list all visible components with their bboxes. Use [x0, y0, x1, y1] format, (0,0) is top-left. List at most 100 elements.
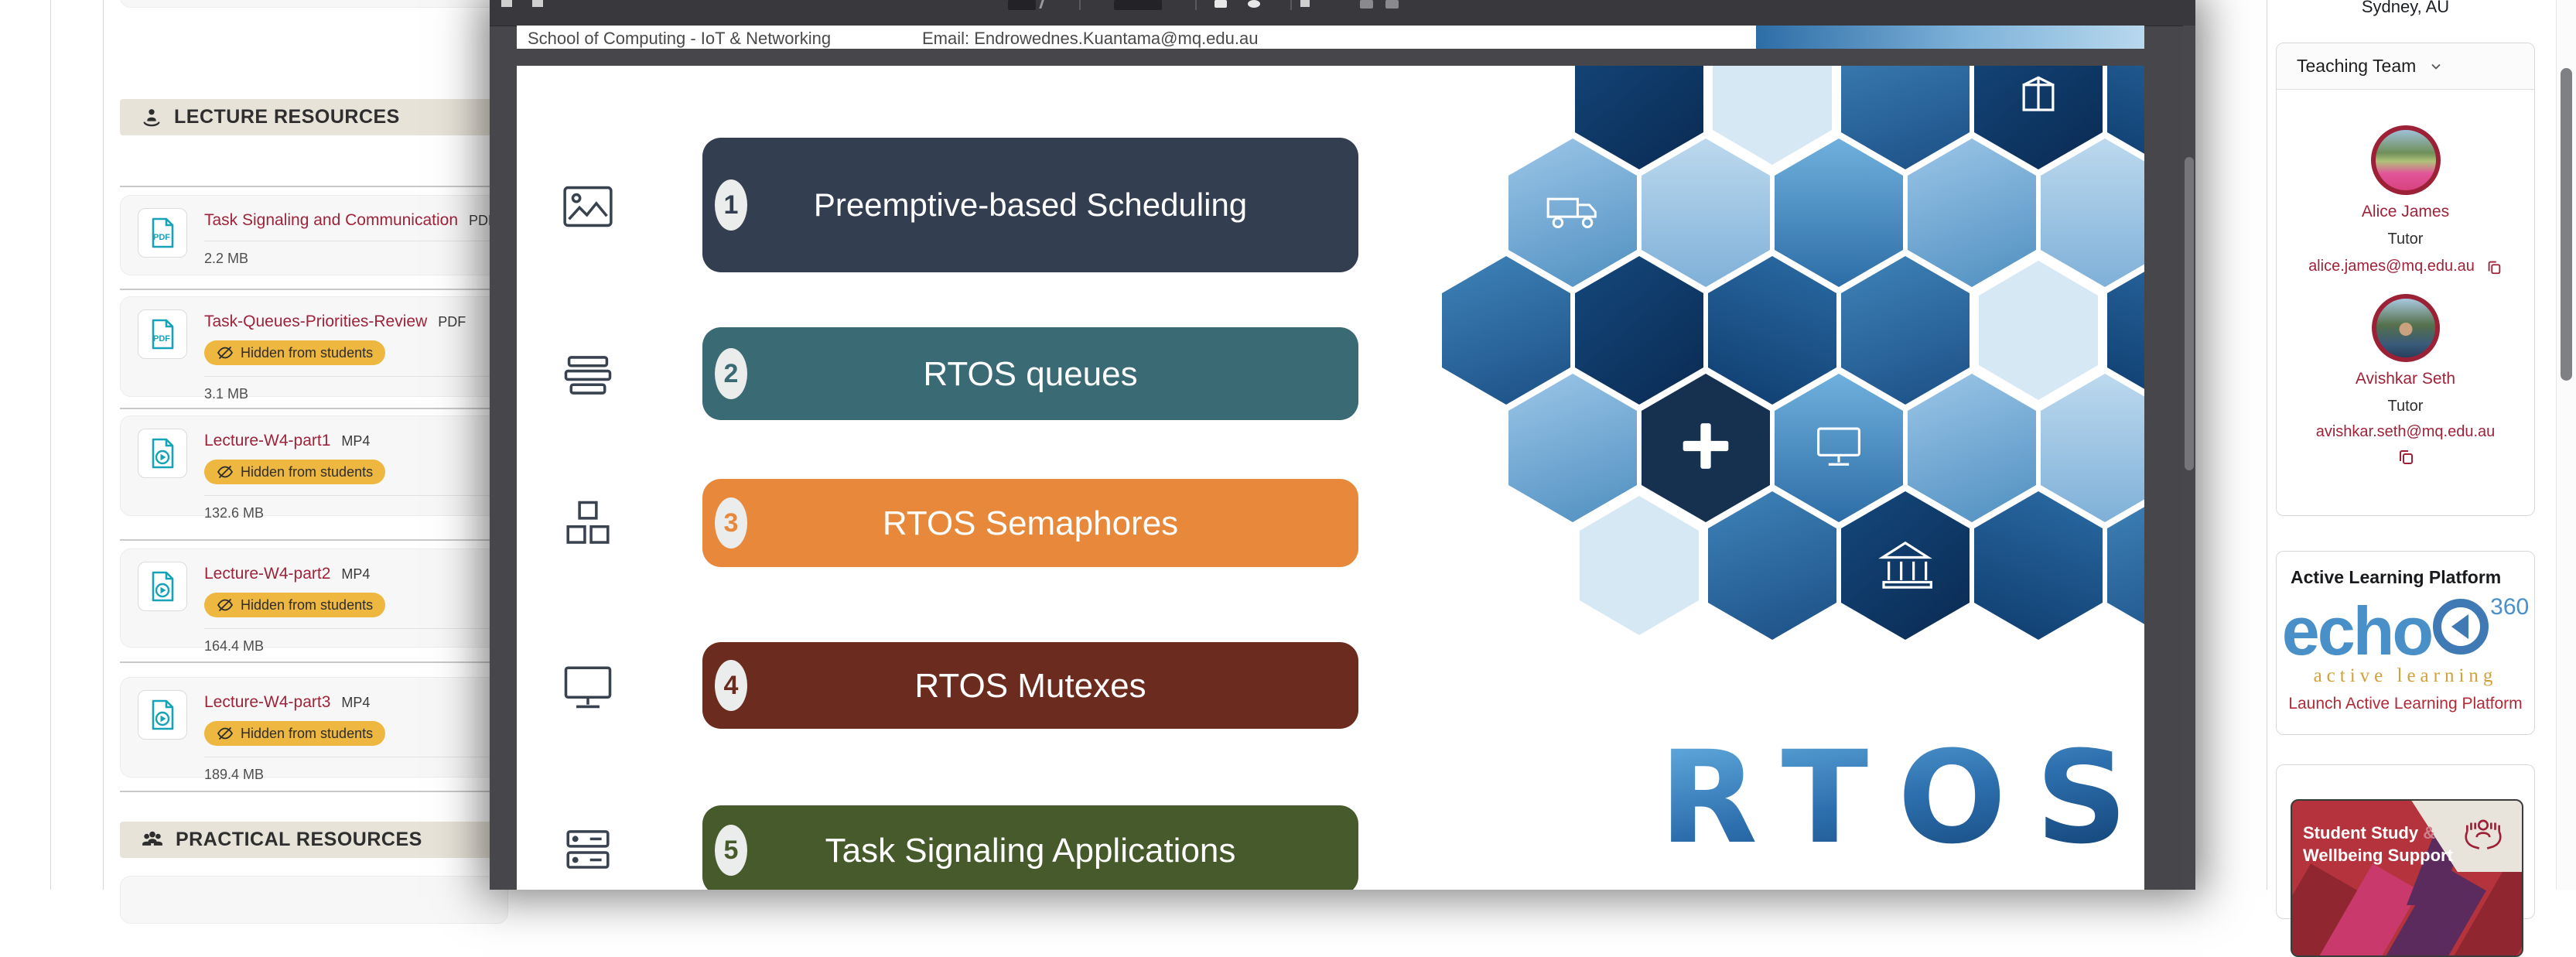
hidden-badge: Hidden from students — [204, 340, 386, 365]
file-link[interactable]: Task Signaling and Communication — [204, 211, 459, 229]
echo360-logo[interactable]: echo 360 — [2277, 594, 2534, 665]
member-role: Tutor — [2387, 398, 2424, 415]
avatar[interactable] — [2371, 294, 2440, 362]
teaching-team-header[interactable]: Teaching Team — [2277, 43, 2534, 90]
file-size: 132.6 MB — [204, 505, 265, 521]
photo-hexagon — [1642, 138, 1770, 287]
bank-hexagon — [1841, 491, 1970, 640]
toolbar-divider — [1079, 0, 1081, 10]
photo-hexagon — [1775, 138, 1903, 287]
server-icon — [566, 830, 610, 869]
banner-amp: & — [2423, 823, 2436, 843]
hidden-badge-label: Hidden from students — [241, 463, 374, 480]
books-stack-icon — [564, 356, 612, 395]
agenda-number: 4 — [715, 660, 747, 711]
photo-hexagon — [1841, 256, 1970, 405]
member-email-link[interactable]: alice.james@mq.edu.au — [2308, 258, 2475, 275]
pdf-viewer-overlay: School of Computing - IoT & Networking E… — [490, 0, 2195, 890]
copy-icon[interactable] — [2397, 447, 2415, 466]
launch-active-learning-link[interactable]: Launch Active Learning Platform — [2288, 695, 2523, 713]
item-separator — [120, 539, 504, 541]
pdf-scrollbar[interactable] — [2183, 26, 2195, 890]
photo-hexagon — [1708, 491, 1836, 640]
zoom-select[interactable] — [1114, 0, 1162, 10]
page-number-input[interactable] — [1008, 0, 1036, 10]
copy-icon[interactable] — [2485, 258, 2503, 275]
people-icon — [142, 831, 162, 846]
section-title: PRACTICAL RESOURCES — [176, 829, 422, 850]
video-file-icon — [138, 690, 187, 740]
member-name-link[interactable]: Alice James — [2361, 203, 2450, 220]
item-separator — [120, 791, 504, 792]
slide-image-sliver — [1756, 26, 2144, 49]
file-card[interactable]: Lecture-W4-part2 MP4 Hidden from student… — [120, 549, 529, 654]
chevron-down-icon[interactable] — [2428, 59, 2444, 74]
pdf-file-icon: PDF — [138, 309, 187, 359]
file-type: MP4 — [341, 433, 371, 449]
teaching-team-title: Teaching Team — [2297, 56, 2417, 76]
person-podium-icon — [143, 108, 160, 126]
avatar[interactable] — [2370, 125, 2441, 195]
item-separator — [120, 408, 504, 409]
pdf-scrollbar-thumb[interactable] — [2185, 157, 2194, 470]
file-link[interactable]: Lecture-W4-part1 — [204, 432, 331, 449]
toolbar-divider — [1290, 0, 1292, 10]
more-tools-icon[interactable] — [1385, 0, 1399, 9]
member-role: Tutor — [2387, 231, 2424, 248]
card-divider — [204, 628, 529, 629]
member-name-link[interactable]: Avishkar Seth — [2355, 370, 2456, 388]
hidden-badge: Hidden from students — [204, 593, 386, 617]
pdf-toolbar[interactable] — [490, 0, 2195, 26]
content-left-divider — [103, 0, 104, 890]
slide-footer-school: School of Computing - IoT & Networking — [528, 29, 832, 48]
previous-card-edge — [120, 0, 508, 8]
banner-line1: Student Study — [2303, 823, 2419, 843]
outline-hexagon — [1974, 256, 2103, 405]
agenda-number: 2 — [715, 348, 747, 399]
tools-icon[interactable] — [1360, 0, 1373, 9]
photo-hexagon — [1708, 256, 1836, 405]
file-card[interactable]: Lecture-W4-part1 MP4 Hidden from student… — [120, 415, 529, 521]
slide-footer-email: Email: Endrowednes.Kuantama@mq.edu.au — [922, 29, 1259, 48]
hidden-badge: Hidden from students — [204, 721, 386, 746]
sidebar-toggle-icon[interactable] — [501, 0, 512, 7]
teaching-team-card: Teaching Team Alice James Tutor alice.ja… — [2276, 43, 2535, 516]
file-type: MP4 — [341, 695, 371, 710]
file-link[interactable]: Task-Queues-Priorities-Review — [204, 313, 428, 330]
wellbeing-banner[interactable]: Student Study & Wellbeing Support — [2291, 799, 2523, 957]
video-file-icon — [138, 562, 187, 611]
wellbeing-card: Student Study & Wellbeing Support — [2276, 764, 2535, 957]
left-rail-divider — [50, 0, 51, 890]
print-icon[interactable] — [1215, 0, 1227, 8]
photo-chart-icon — [563, 186, 613, 227]
photo-hexagon — [1442, 256, 1570, 405]
page-scrollbar-thumb[interactable] — [2561, 68, 2572, 381]
agenda-number: 3 — [715, 497, 747, 549]
file-link[interactable]: Lecture-W4-part3 — [204, 693, 331, 711]
pdf-page-1-bottom: School of Computing - IoT & Networking E… — [517, 26, 2144, 49]
banner-text: Student Study & Wellbeing Support — [2303, 822, 2453, 866]
page-count-separator — [1039, 0, 1044, 9]
agenda-number: 5 — [715, 825, 747, 876]
file-size: 189.4 MB — [204, 767, 265, 782]
svg-text:PDF: PDF — [153, 334, 170, 343]
file-type: MP4 — [341, 566, 371, 582]
photo-hexagon — [1974, 491, 2103, 640]
member-email-link[interactable]: avishkar.seth@mq.edu.au — [2315, 423, 2496, 440]
page-scrollbar[interactable] — [2556, 0, 2576, 890]
file-card[interactable]: PDF Task Signaling and Communication PDF… — [120, 195, 529, 275]
active-learning-title: Active Learning Platform — [2291, 567, 2502, 587]
slide-agenda-item: 3 RTOS Semaphores — [702, 479, 1358, 567]
file-card[interactable]: Lecture-W4-part3 MP4 Hidden from student… — [120, 677, 529, 782]
file-link[interactable]: Lecture-W4-part2 — [204, 565, 331, 583]
file-size: 2.2 MB — [204, 251, 249, 266]
section-header-lecture-resources: LECTURE RESOURCES — [120, 99, 507, 135]
bookmark-icon[interactable] — [1300, 0, 1310, 7]
file-card[interactable]: PDF Task-Queues-Priorities-Review PDF Hi… — [120, 296, 529, 402]
find-icon[interactable] — [532, 0, 543, 7]
echo-play-icon — [2433, 599, 2489, 655]
download-icon[interactable] — [1248, 0, 1260, 8]
pdf-file-icon: PDF — [138, 208, 187, 258]
eye-slash-icon — [217, 465, 234, 479]
agenda-label: RTOS Semaphores — [882, 504, 1179, 542]
